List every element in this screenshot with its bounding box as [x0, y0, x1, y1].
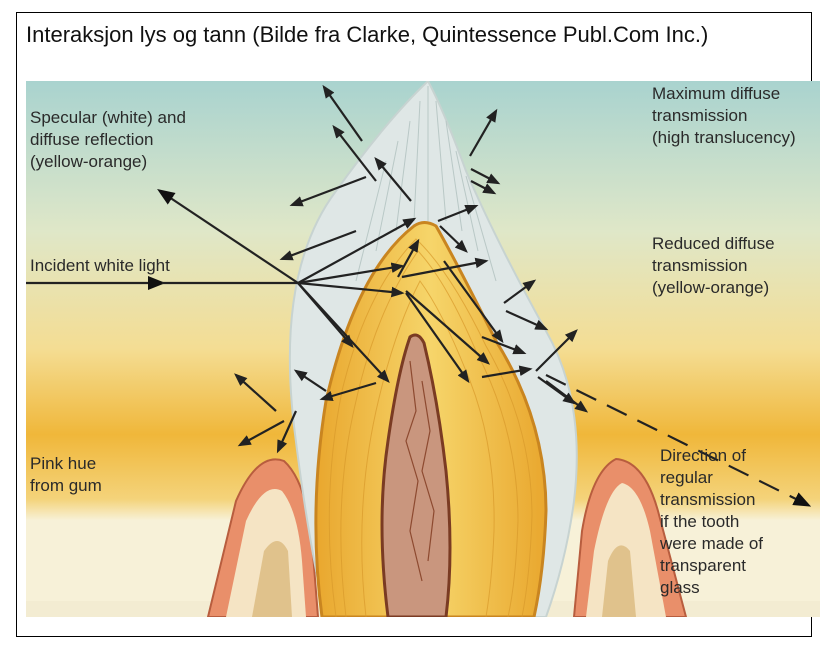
label-reduced-line1: Reduced diffuse: [652, 234, 775, 253]
label-max-line3: (high translucency): [652, 128, 796, 147]
label-direction-line5: were made of: [659, 534, 763, 553]
label-direction-line1: Direction of: [660, 446, 746, 465]
label-pink-line1: Pink hue: [30, 454, 96, 473]
label-direction-line3: transmission: [660, 490, 755, 509]
slide-caption: Interaksjon lys og tann (Bilde fra Clark…: [26, 22, 816, 48]
label-max-line2: transmission: [652, 106, 747, 125]
label-reduced-line3: (yellow-orange): [652, 278, 769, 297]
tooth-light-interaction-figure: Specular (white) and diffuse reflection …: [26, 81, 820, 617]
label-specular-line2: diffuse reflection: [30, 130, 153, 149]
label-specular-line3: (yellow-orange): [30, 152, 147, 171]
label-reduced-line2: transmission: [652, 256, 747, 275]
label-direction-line4: if the tooth: [660, 512, 739, 531]
label-pink-line2: from gum: [30, 476, 102, 495]
label-specular-line1: Specular (white) and: [30, 108, 186, 127]
label-max-line1: Maximum diffuse: [652, 84, 780, 103]
tooth-diagram: Specular (white) and diffuse reflection …: [26, 81, 820, 617]
label-direction-line6: transparent: [660, 556, 746, 575]
label-direction-line7: glass: [660, 578, 700, 597]
label-direction-line2: regular: [660, 468, 713, 487]
label-incident: Incident white light: [30, 256, 170, 275]
